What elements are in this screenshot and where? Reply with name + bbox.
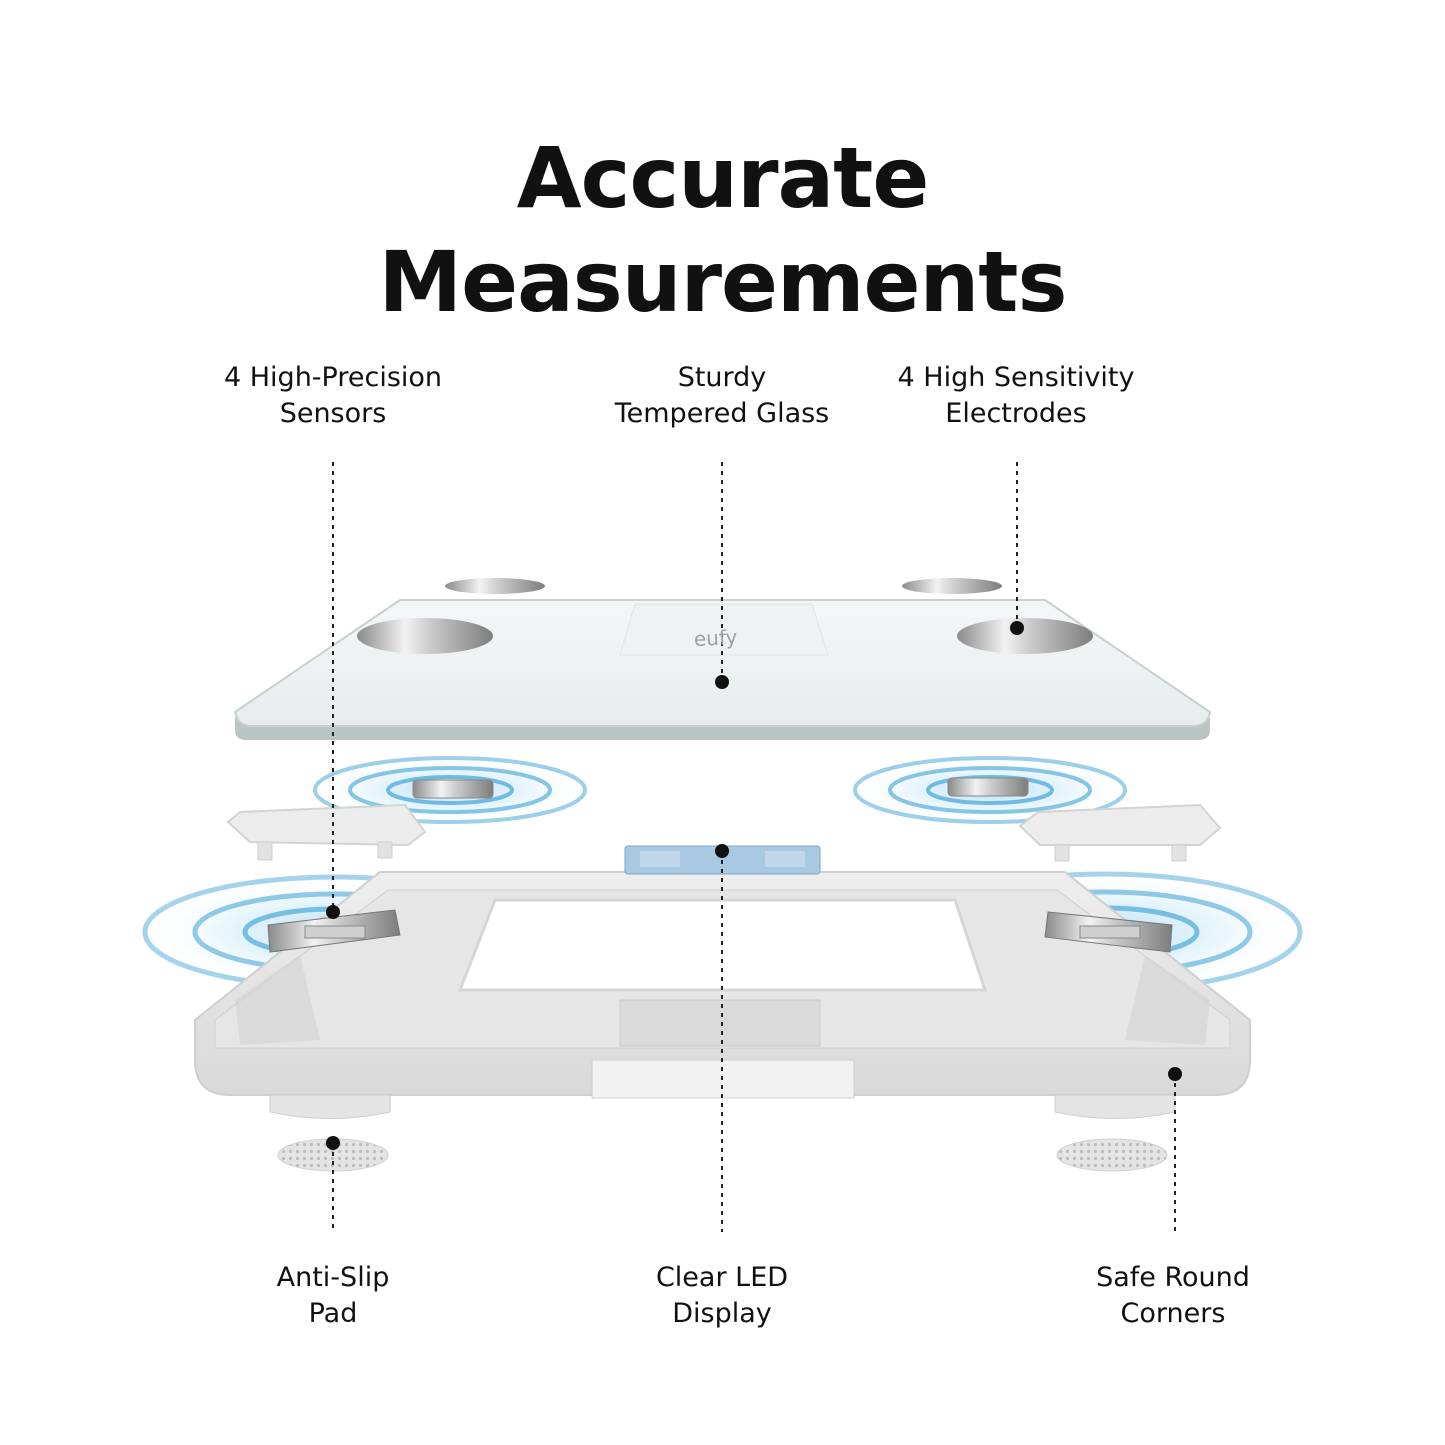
title-line-2: Measurements <box>378 233 1068 332</box>
callout-corners-label: Safe Round Corners <box>1023 1260 1323 1332</box>
electrode-front-left <box>357 618 493 654</box>
callout-glass-line1: Sturdy <box>677 362 767 393</box>
lower-sensor-right <box>1044 911 1173 953</box>
callout-sensors-line2: Sensors <box>279 398 387 429</box>
callout-dot-anti-slip <box>326 1136 340 1150</box>
callout-lines <box>332 462 1176 1232</box>
callout-corners-line1: Safe Round <box>1096 1262 1250 1293</box>
title-line-1: Accurate <box>516 129 930 228</box>
callout-dot-electrodes <box>1010 621 1024 635</box>
upper-sensor-right <box>947 777 1029 797</box>
callout-dot-glass <box>715 675 729 689</box>
callout-glass-line2: Tempered Glass <box>614 398 830 429</box>
callout-electrodes-line1: 4 High Sensitivity <box>897 362 1135 393</box>
electrode-back-right <box>902 578 1002 594</box>
page-title: Accurate Measurements <box>0 126 1445 334</box>
callout-dot-corners <box>1168 1067 1182 1081</box>
tempered-glass-plate <box>233 578 1212 740</box>
callout-anti-slip-line2: Pad <box>308 1298 358 1329</box>
callout-electrodes-line2: Electrodes <box>945 398 1087 429</box>
upper-sensor-left <box>412 779 494 799</box>
corner-cap-right <box>1018 803 1222 862</box>
callout-dot-led <box>715 844 729 858</box>
callout-dot-sensors <box>326 905 340 919</box>
corner-cap-left <box>226 803 427 861</box>
callout-sensors-label: 4 High-Precision Sensors <box>183 360 483 432</box>
callout-led-label: Clear LED Display <box>572 1260 872 1332</box>
callout-led-line2: Display <box>672 1298 772 1329</box>
callout-anti-slip-label: Anti-Slip Pad <box>183 1260 483 1332</box>
anti-slip-pad-right <box>1056 1138 1168 1172</box>
brand-logo: eufy <box>693 625 738 651</box>
callout-sensors-line1: 4 High-Precision <box>223 362 443 393</box>
callout-anti-slip-line1: Anti-Slip <box>276 1262 390 1293</box>
callout-corners-line2: Corners <box>1120 1298 1226 1329</box>
callout-glass-label: Sturdy Tempered Glass <box>572 360 872 432</box>
callout-dots <box>326 621 1182 1150</box>
callout-electrodes-label: 4 High Sensitivity Electrodes <box>866 360 1166 432</box>
electrode-back-left <box>445 578 545 594</box>
electrode-front-right <box>957 618 1093 654</box>
foot-right <box>1054 1094 1176 1119</box>
foot-left <box>269 1094 391 1119</box>
lower-sensor-left <box>267 909 401 953</box>
display-window <box>619 603 829 656</box>
callout-led-line1: Clear LED <box>655 1262 789 1293</box>
